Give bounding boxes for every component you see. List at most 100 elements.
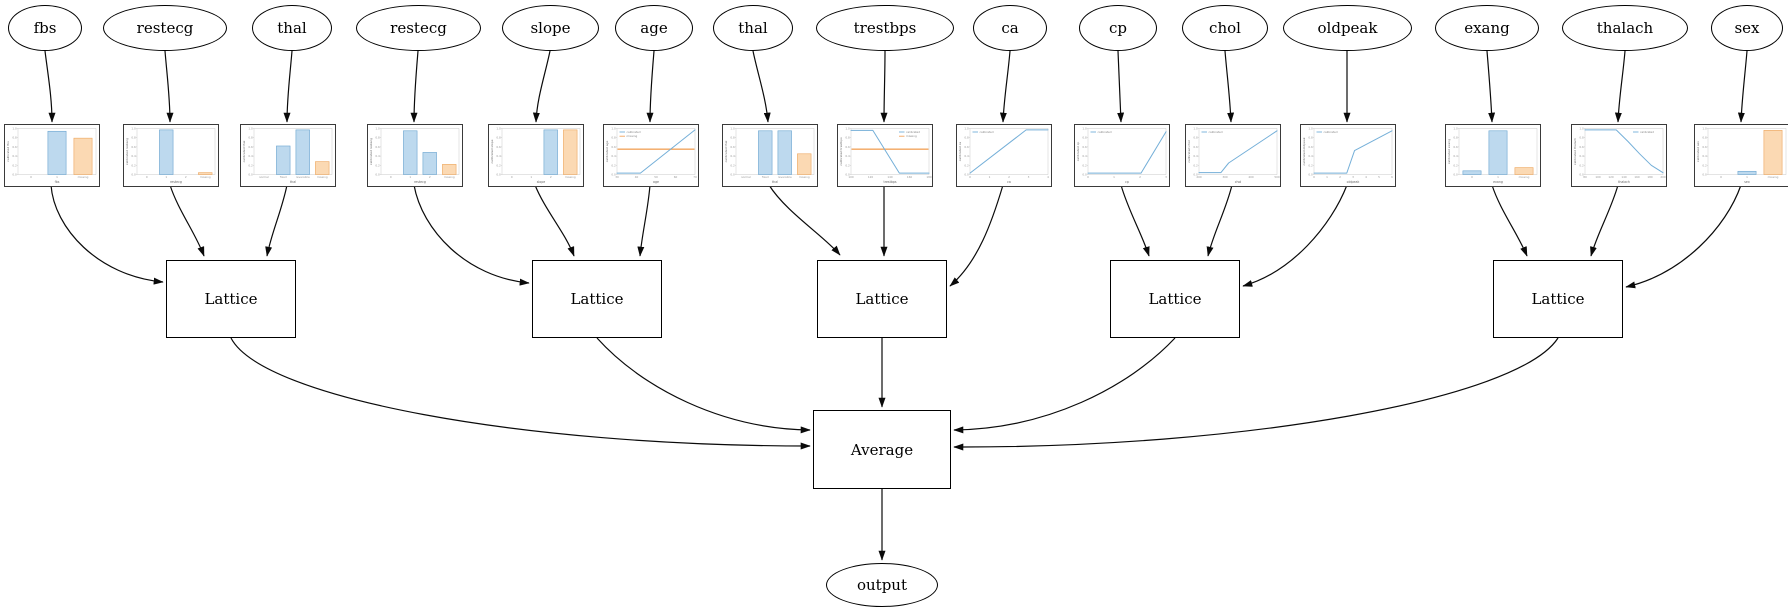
input-node-thalach: thalach: [1562, 5, 1688, 51]
edge-cal-ca-to-lattice3: [949, 184, 1004, 287]
lattice-node-1: Lattice: [166, 260, 296, 338]
svg-text:calibrated trestbps: calibrated trestbps: [839, 137, 843, 166]
edge-exang-to-calibrator: [1486, 50, 1496, 123]
svg-text:180: 180: [1647, 175, 1653, 179]
svg-text:100: 100: [848, 175, 854, 179]
svg-text:0.0: 0.0: [1082, 173, 1087, 177]
svg-text:0.6: 0.6: [248, 145, 253, 149]
svg-text:0.6: 0.6: [845, 145, 850, 149]
input-label: restecg: [136, 19, 194, 37]
svg-text:0: 0: [969, 175, 971, 179]
svg-text:missing: missing: [1768, 175, 1779, 179]
input-label: thalach: [1596, 19, 1654, 37]
svg-text:5: 5: [1378, 175, 1380, 179]
svg-text:calibrated chol: calibrated chol: [1187, 140, 1191, 162]
svg-text:restecg: restecg: [170, 180, 182, 184]
edge-cal-slope-to-lattice2: [534, 184, 575, 257]
svg-text:0.8: 0.8: [1082, 136, 1087, 140]
svg-text:missing: missing: [78, 175, 89, 179]
svg-text:0.2: 0.2: [1579, 163, 1584, 167]
svg-text:0.4: 0.4: [1453, 154, 1458, 158]
edge-slope-to-calibrator: [532, 50, 551, 123]
svg-text:0.0: 0.0: [375, 173, 380, 177]
svg-text:4: 4: [1047, 175, 1049, 179]
input-label: fbs: [33, 19, 57, 37]
svg-text:0.4: 0.4: [730, 154, 735, 158]
svg-text:0: 0: [30, 175, 32, 179]
svg-text:0.0: 0.0: [1702, 173, 1707, 177]
svg-text:2: 2: [185, 175, 187, 179]
edge-lattice5-to-average: [953, 337, 1559, 451]
svg-text:trestbps: trestbps: [883, 180, 896, 184]
lattice-label: Lattice: [570, 290, 624, 308]
lattice-label: Lattice: [855, 290, 909, 308]
svg-text:calibrated thal: calibrated thal: [724, 140, 728, 162]
lattice-label: Lattice: [1531, 290, 1585, 308]
svg-text:0.4: 0.4: [1579, 154, 1584, 158]
svg-text:0: 0: [511, 175, 513, 179]
svg-text:calibrated: calibrated: [1324, 130, 1338, 134]
svg-text:0.0: 0.0: [1308, 173, 1313, 177]
svg-text:0.4: 0.4: [131, 154, 136, 158]
svg-text:1.0: 1.0: [1193, 127, 1198, 131]
svg-text:300: 300: [1222, 175, 1228, 179]
svg-text:0.0: 0.0: [496, 173, 501, 177]
svg-text:missing: missing: [1519, 175, 1530, 179]
svg-text:1: 1: [56, 175, 58, 179]
svg-text:0.4: 0.4: [1308, 154, 1313, 158]
svg-text:0.4: 0.4: [1082, 154, 1087, 158]
svg-text:0.0: 0.0: [845, 173, 850, 177]
svg-text:140: 140: [1621, 175, 1627, 179]
svg-text:0.2: 0.2: [12, 163, 17, 167]
input-node-cp: cp: [1079, 5, 1157, 51]
edge-cal-oldpeak-to-lattice4: [1242, 184, 1348, 287]
input-label: age: [640, 19, 668, 37]
svg-text:normal: normal: [741, 175, 751, 179]
average-node: Average: [813, 410, 951, 489]
svg-text:reversible: reversible: [778, 175, 792, 179]
input-label: slope: [530, 19, 571, 37]
svg-text:calibrated cp: calibrated cp: [1076, 142, 1080, 162]
edge-restecg1-to-calibrator: [164, 50, 174, 123]
input-label: chol: [1209, 19, 1241, 37]
svg-text:0.4: 0.4: [1702, 154, 1707, 158]
svg-text:calibrated: calibrated: [1640, 130, 1654, 134]
svg-text:missing: missing: [627, 134, 638, 138]
input-node-ca: ca: [973, 5, 1047, 51]
svg-text:0.8: 0.8: [964, 136, 969, 140]
svg-text:200: 200: [1660, 175, 1666, 179]
svg-text:1.0: 1.0: [964, 127, 969, 131]
svg-text:120: 120: [1608, 175, 1614, 179]
svg-text:70: 70: [693, 175, 697, 179]
svg-text:calibrated thal: calibrated thal: [242, 140, 246, 162]
input-label: sex: [1734, 19, 1760, 37]
svg-text:200: 200: [1196, 175, 1202, 179]
svg-text:fbs: fbs: [55, 180, 60, 184]
svg-text:sex: sex: [1744, 180, 1750, 184]
input-node-restecg-1: restecg: [103, 5, 227, 51]
svg-text:0: 0: [390, 175, 392, 179]
svg-text:1: 1: [1326, 175, 1328, 179]
svg-text:0.6: 0.6: [1193, 145, 1198, 149]
svg-text:1: 1: [165, 175, 167, 179]
input-label: thal: [277, 19, 307, 37]
svg-text:thal: thal: [290, 180, 296, 184]
svg-text:0.8: 0.8: [131, 136, 136, 140]
svg-text:1: 1: [1113, 175, 1115, 179]
edge-lattice4-to-average: [953, 337, 1176, 434]
lattice-label: Lattice: [1148, 290, 1202, 308]
svg-text:0.6: 0.6: [730, 145, 735, 149]
edge-lattice2-to-average: [596, 337, 811, 434]
input-node-thal-1: thal: [252, 5, 332, 51]
edge-cal-restecg1-to-lattice1: [169, 184, 205, 257]
svg-text:thalach: thalach: [1618, 180, 1630, 184]
edge-fbs-to-calibrator: [44, 50, 56, 123]
lattice-node-4: Lattice: [1110, 260, 1240, 338]
svg-text:1.0: 1.0: [248, 127, 253, 131]
input-node-restecg-2: restecg: [356, 5, 481, 51]
input-label: cp: [1108, 19, 1127, 37]
